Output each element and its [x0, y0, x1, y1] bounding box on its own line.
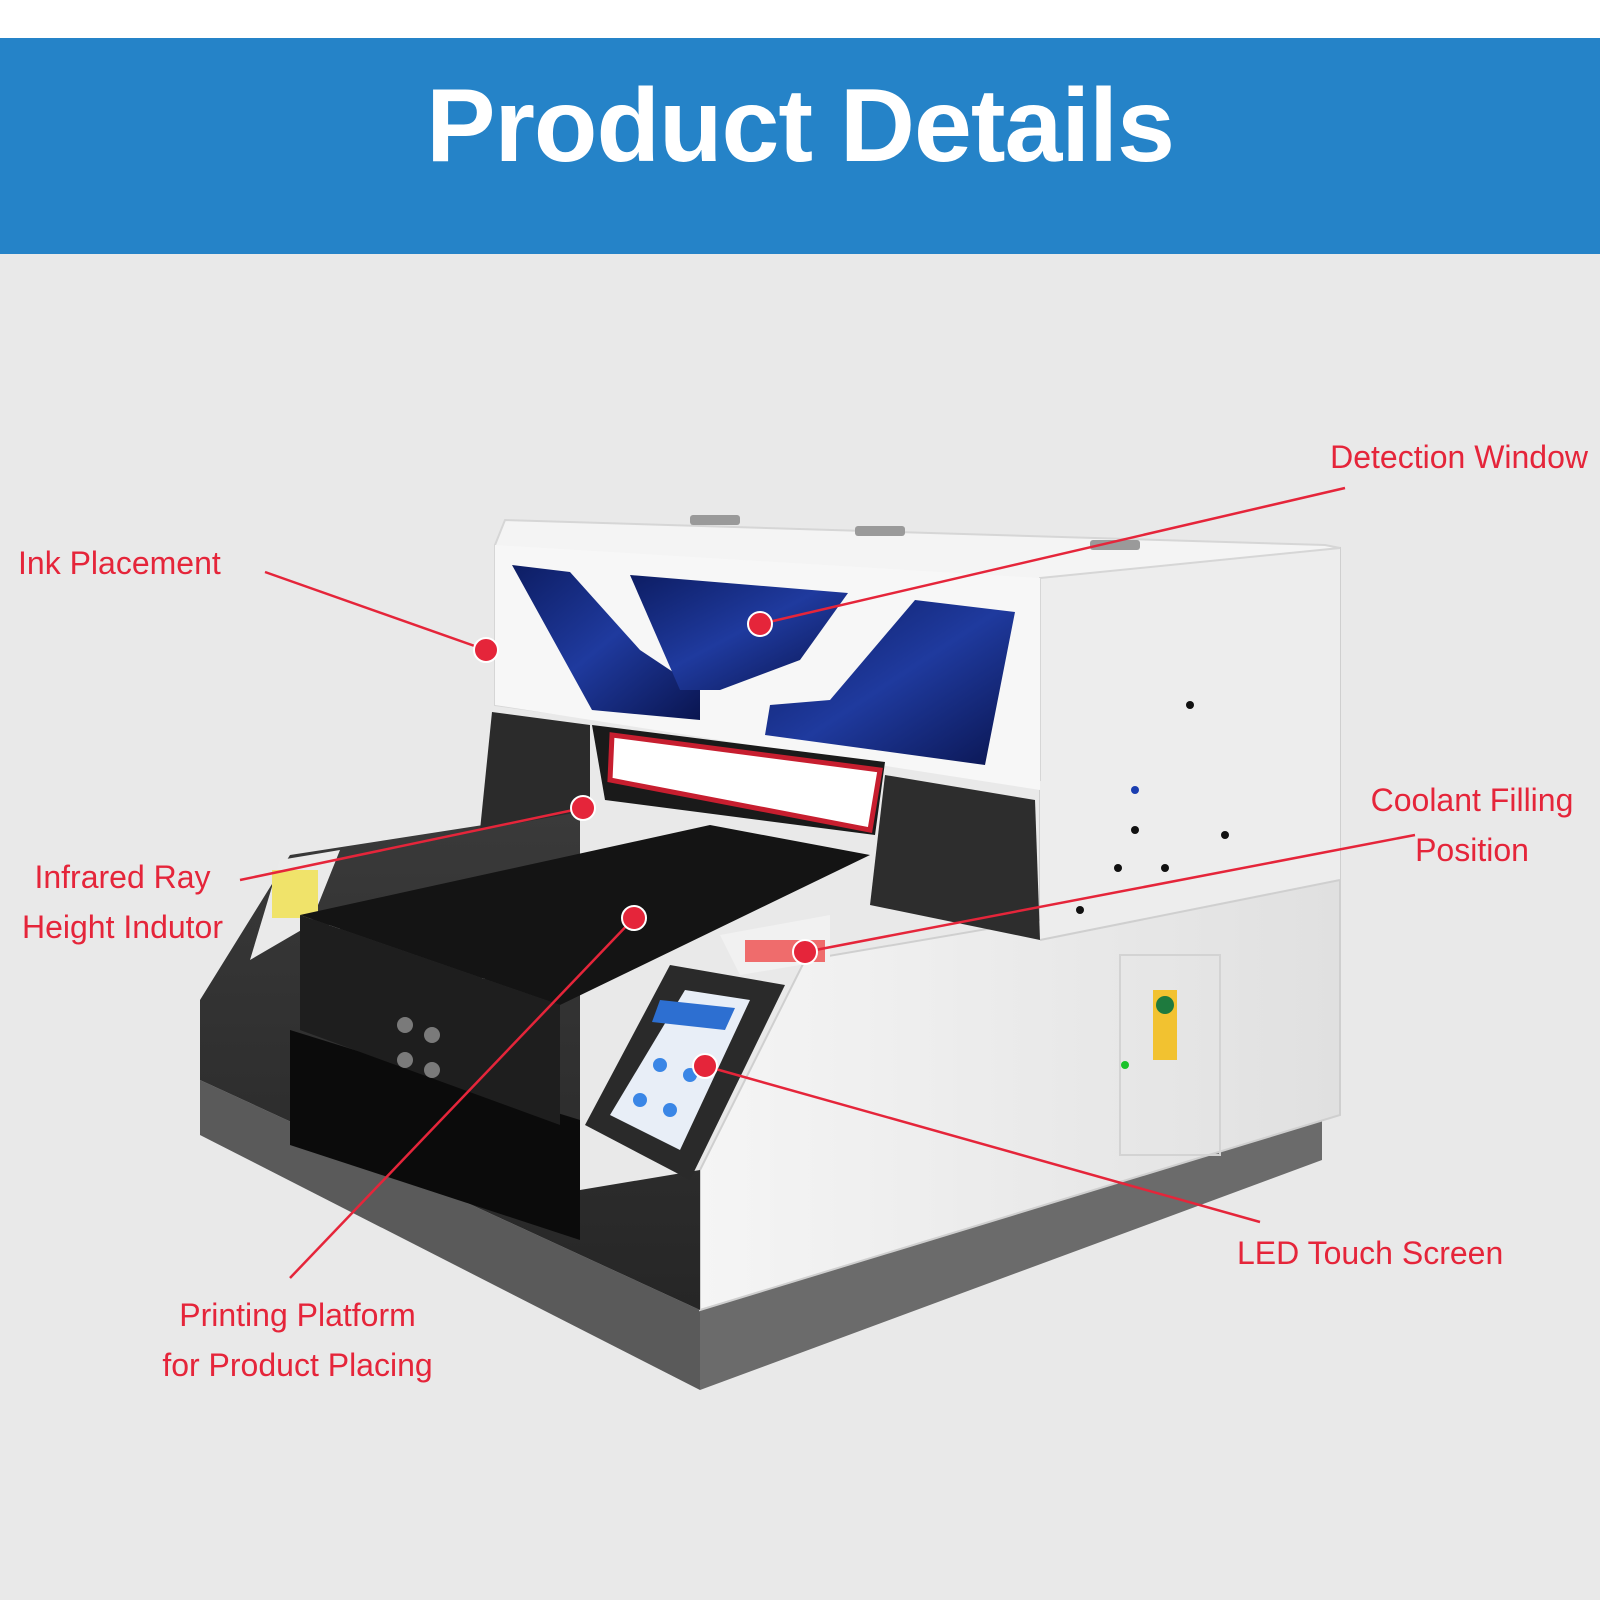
- dot-led-screen: [692, 1053, 718, 1079]
- dot-detection-window: [747, 611, 773, 637]
- dot-infrared: [570, 795, 596, 821]
- window-left: [512, 565, 700, 720]
- line-detection-window: [759, 486, 1346, 626]
- callout-ink-placement-text: Ink Placement: [18, 545, 221, 581]
- dot-ink-placement: [473, 637, 499, 663]
- line-infrared: [239, 806, 584, 882]
- callout-infrared-line1: Infrared Ray: [34, 859, 211, 895]
- callout-platform-line2: for Product Placing: [162, 1347, 433, 1383]
- page-title: Product Details: [426, 68, 1175, 184]
- callout-coolant-line1: Coolant Filling: [1370, 782, 1574, 818]
- line-coolant: [804, 833, 1416, 954]
- callout-detection-window: Detection Window: [1330, 432, 1588, 482]
- callout-platform: Printing Platform for Product Placing: [140, 1290, 455, 1390]
- callout-led-screen-text: LED Touch Screen: [1237, 1235, 1504, 1271]
- callout-led-screen: LED Touch Screen: [1237, 1228, 1503, 1278]
- callout-coolant-line2: Position: [1415, 832, 1529, 868]
- led-touch-screen: [585, 965, 785, 1180]
- top-strip: [0, 0, 1600, 38]
- line-led-screen: [704, 1064, 1261, 1224]
- window-right: [765, 600, 1015, 765]
- callout-infrared-line2: Height Indutor: [21, 909, 223, 945]
- window-center: [630, 575, 848, 690]
- line-platform: [289, 917, 635, 1279]
- callout-infrared: Infrared Ray Height Indutor: [10, 852, 235, 952]
- callout-lines: [239, 486, 1416, 1279]
- print-carriage: [480, 712, 1040, 940]
- header-banner: [0, 38, 1600, 254]
- callout-dots: [473, 611, 818, 1079]
- callout-detection-window-text: Detection Window: [1330, 439, 1588, 475]
- dot-coolant: [792, 939, 818, 965]
- callout-coolant: Coolant Filling Position: [1352, 775, 1592, 875]
- printer-top-cabinet: [494, 515, 1341, 790]
- dot-platform: [621, 905, 647, 931]
- line-ink-placement: [264, 570, 487, 652]
- callout-ink-placement: Ink Placement: [18, 538, 221, 588]
- printer-base: [200, 1080, 1322, 1390]
- callout-platform-line1: Printing Platform: [179, 1297, 416, 1333]
